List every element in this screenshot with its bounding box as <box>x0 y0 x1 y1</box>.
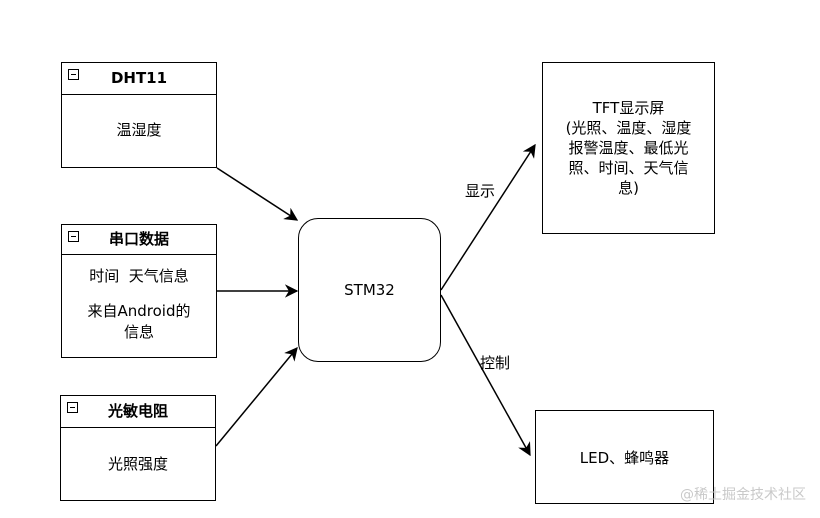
watermark: @稀土掘金技术社区 <box>680 487 806 503</box>
led-buzzer-label: LED、蜂鸣器 <box>579 448 670 467</box>
serial-data-box[interactable]: 串口数据 时间 天气信息 来自Android的 信息 <box>61 224 217 358</box>
serial-line-3: 信息 <box>123 323 154 341</box>
light-sensor-title: 光敏电阻 <box>107 402 168 420</box>
stm32-node[interactable]: STM32 <box>298 218 441 362</box>
serial-data-header: 串口数据 <box>62 225 216 255</box>
collapse-icon[interactable] <box>68 69 79 80</box>
collapse-icon[interactable] <box>67 402 78 413</box>
led-buzzer-node[interactable]: LED、蜂鸣器 <box>535 410 714 504</box>
tft-line-4: 照、时间、天气信 <box>568 159 689 177</box>
collapse-icon[interactable] <box>68 231 79 242</box>
edge-label-control: 控制 <box>480 354 511 372</box>
edge-label-display: 显示 <box>465 182 496 200</box>
tft-line-3: 报警温度、最低光 <box>568 139 689 157</box>
serial-line-1: 时间 天气信息 <box>89 267 189 285</box>
arrow-stm32-to-led <box>440 294 531 457</box>
light-sensor-box[interactable]: 光敏电阻 光照强度 <box>60 395 216 501</box>
dht11-body: 温湿度 <box>116 121 162 139</box>
arrow-dht11-to-stm32 <box>216 167 299 221</box>
stm32-label: STM32 <box>344 281 395 299</box>
dht11-title: DHT11 <box>110 69 168 87</box>
tft-line-5: 息) <box>618 179 639 197</box>
serial-data-title: 串口数据 <box>108 230 169 248</box>
dht11-box[interactable]: DHT11 温湿度 <box>61 62 217 168</box>
tft-line-2: (光照、温度、湿度 <box>565 119 692 137</box>
tft-line-1: TFT显示屏 <box>592 99 665 117</box>
light-sensor-body: 光照强度 <box>107 455 168 473</box>
arrow-light-to-stm32 <box>215 346 298 447</box>
serial-line-2: 来自Android的 <box>87 302 191 320</box>
light-sensor-header: 光敏电阻 <box>61 396 215 428</box>
tft-display-node[interactable]: TFT显示屏 (光照、温度、湿度 报警温度、最低光 照、时间、天气信 息) <box>542 62 715 234</box>
arrow-stm32-to-tft <box>440 143 536 291</box>
dht11-header: DHT11 <box>62 63 216 95</box>
